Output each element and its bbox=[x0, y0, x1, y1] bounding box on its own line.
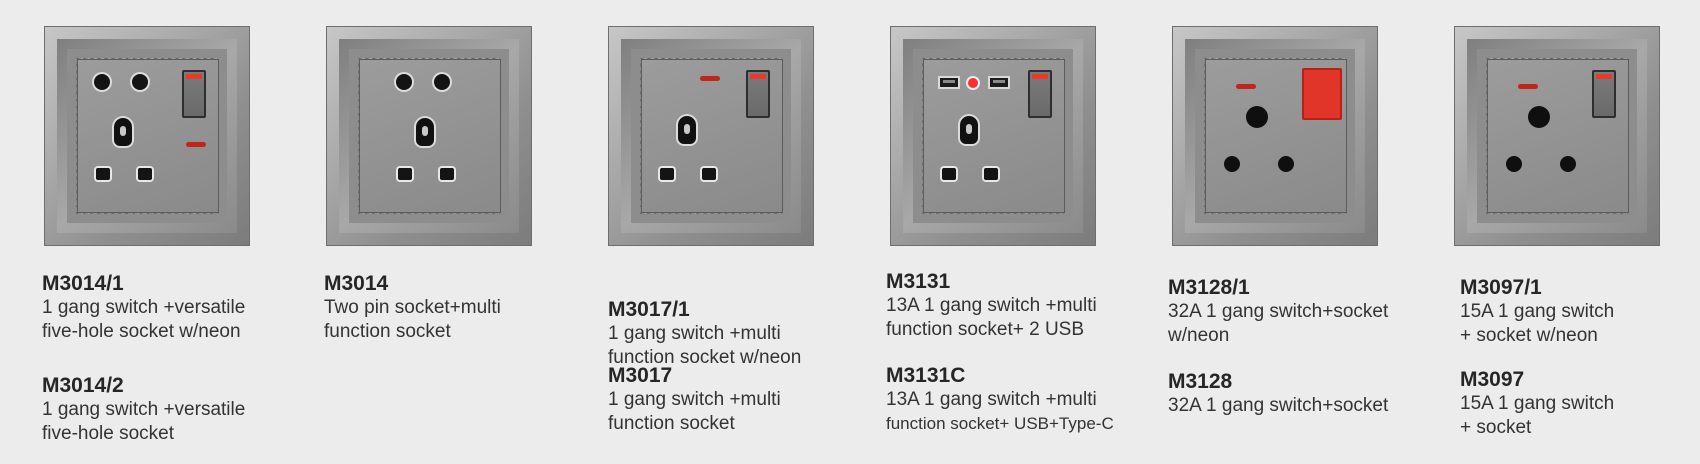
product-code: M3097 bbox=[1460, 368, 1525, 391]
product-description: 1 gang switch +versatile bbox=[42, 399, 246, 420]
socket-plate-image bbox=[890, 26, 1096, 246]
product-code: M3017/1 bbox=[608, 298, 690, 321]
product-m3131 bbox=[890, 0, 1130, 464]
product-code: M3097/1 bbox=[1460, 276, 1542, 299]
product-m3128-1 bbox=[1172, 0, 1412, 464]
socket-plate-image bbox=[608, 26, 814, 246]
product-description: 1 gang switch +multi bbox=[608, 389, 781, 410]
product-m3097-1 bbox=[1454, 0, 1694, 464]
product-description: function socket+ 2 USB bbox=[886, 319, 1085, 340]
product-description: 13A 1 gang switch +multi bbox=[886, 295, 1097, 316]
product-label-group: M3097/1 15A 1 gang switch + socket w/neo… bbox=[1460, 276, 1690, 348]
product-code: M3014/1 bbox=[42, 272, 124, 295]
product-description: function socket bbox=[324, 321, 451, 342]
product-code: M3128/1 bbox=[1168, 276, 1250, 299]
product-description: function socket+ USB+Type-C bbox=[886, 414, 1114, 433]
product-label-group: M3128/1 32A 1 gang switch+socket w/neon bbox=[1168, 276, 1418, 348]
product-description: 1 gang switch +versatile bbox=[42, 297, 246, 318]
product-code: M3131C bbox=[886, 364, 966, 387]
product-m3014 bbox=[326, 0, 566, 464]
product-description: five-hole socket w/neon bbox=[42, 321, 241, 342]
product-description: function socket bbox=[608, 413, 735, 434]
product-label-group: M3128 32A 1 gang switch+socket bbox=[1168, 370, 1418, 418]
product-code: M3128 bbox=[1168, 370, 1233, 393]
product-description: function socket w/neon bbox=[608, 347, 802, 368]
product-description: Two pin socket+multi bbox=[324, 297, 501, 318]
product-label-group: M3017 1 gang switch +multi function sock… bbox=[608, 364, 858, 436]
product-description: 15A 1 gang switch bbox=[1460, 301, 1615, 322]
usb-port-icon bbox=[938, 76, 960, 89]
product-label-group: M3131C 13A 1 gang switch +multi function… bbox=[886, 364, 1136, 436]
product-code: M3131 bbox=[886, 270, 951, 293]
product-code: M3014/2 bbox=[42, 374, 124, 397]
product-description: 13A 1 gang switch +multi bbox=[886, 389, 1097, 410]
product-description: 32A 1 gang switch+socket bbox=[1168, 301, 1389, 322]
socket-plate-image bbox=[326, 26, 532, 246]
socket-plate-image bbox=[44, 26, 250, 246]
product-description: + socket bbox=[1460, 417, 1532, 438]
product-label-group: M3097 15A 1 gang switch + socket bbox=[1460, 368, 1690, 440]
usb-port-icon bbox=[988, 76, 1010, 89]
product-label-group: M3014 Two pin socket+multi function sock… bbox=[324, 272, 574, 344]
product-description: 1 gang switch +multi bbox=[608, 323, 781, 344]
product-code: M3017 bbox=[608, 364, 673, 387]
product-description: five-hole socket bbox=[42, 423, 175, 444]
socket-plate-image bbox=[1454, 26, 1660, 246]
product-m3017-1 bbox=[608, 0, 848, 464]
product-label-group: M3017/1 1 gang switch +multi function so… bbox=[608, 298, 858, 370]
product-m3014-1 bbox=[44, 0, 284, 464]
product-description: + socket w/neon bbox=[1460, 325, 1598, 346]
product-label-group: M3014/1 1 gang switch +versatile five-ho… bbox=[42, 272, 292, 344]
product-label-group: M3014/2 1 gang switch +versatile five-ho… bbox=[42, 374, 292, 446]
product-description: w/neon bbox=[1168, 325, 1230, 346]
product-code: M3014 bbox=[324, 272, 389, 295]
product-description: 15A 1 gang switch bbox=[1460, 393, 1615, 414]
socket-plate-image bbox=[1172, 26, 1378, 246]
product-label-group: M3131 13A 1 gang switch +multi function … bbox=[886, 270, 1136, 342]
product-description: 32A 1 gang switch+socket bbox=[1168, 395, 1389, 416]
